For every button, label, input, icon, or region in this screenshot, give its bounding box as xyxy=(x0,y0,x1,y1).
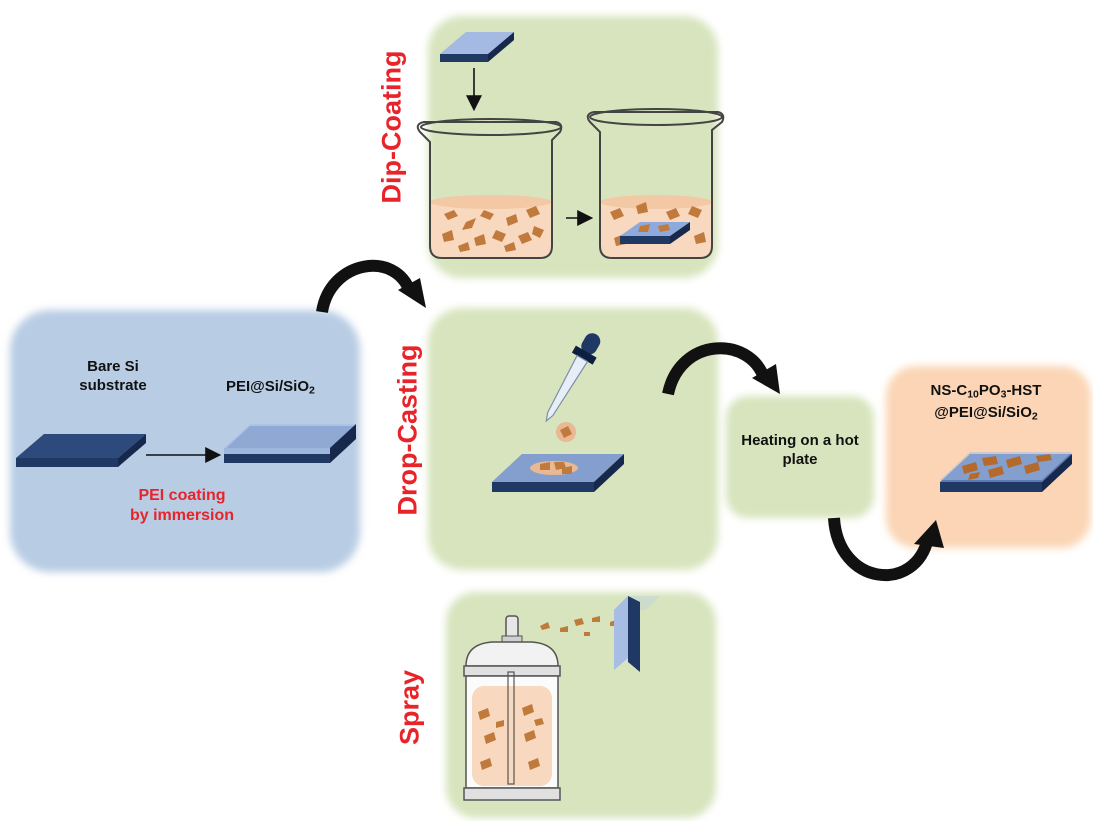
spray-bottle-icon xyxy=(463,615,561,801)
dropper-icon xyxy=(545,333,601,423)
bare-substrate-icon xyxy=(16,434,146,467)
drop-substrate-icon xyxy=(492,454,624,492)
final-product-label: NS-C10PO3-HST @PEI@Si/SiO2 xyxy=(930,382,1042,423)
beaker-with-substrate-icon xyxy=(586,108,725,259)
pei-substrate-icon xyxy=(224,424,356,463)
spray-label: Spray xyxy=(394,669,425,746)
curved-arrow-head xyxy=(914,520,944,548)
start-panel xyxy=(10,310,360,572)
pei-coating-label: PEI coating by immersion xyxy=(129,487,235,524)
heating-label: Heating on a hot plate xyxy=(741,432,859,468)
curved-arrow-icon xyxy=(316,260,416,314)
spray-substrate-icon xyxy=(614,596,660,672)
drop-casting-label: Drop-Casting xyxy=(392,344,423,516)
dip-coating-label: Dip-Coating xyxy=(376,50,407,204)
dip-substrate-icon xyxy=(440,32,514,62)
spray-particles xyxy=(540,616,616,636)
final-substrate-icon xyxy=(940,452,1072,492)
pei-substrate-label: PEI@Si/SiO2 xyxy=(226,378,315,397)
bare-substrate-label: Bare Si substrate xyxy=(79,358,147,394)
droplet-icon xyxy=(556,422,576,442)
curved-arrow-head xyxy=(752,364,780,394)
curved-arrow-to-heating xyxy=(662,342,770,396)
heating-panel xyxy=(726,396,874,518)
curved-arrow-head xyxy=(398,278,426,308)
beaker-icon xyxy=(416,118,563,259)
curved-arrow-to-final xyxy=(828,517,934,581)
